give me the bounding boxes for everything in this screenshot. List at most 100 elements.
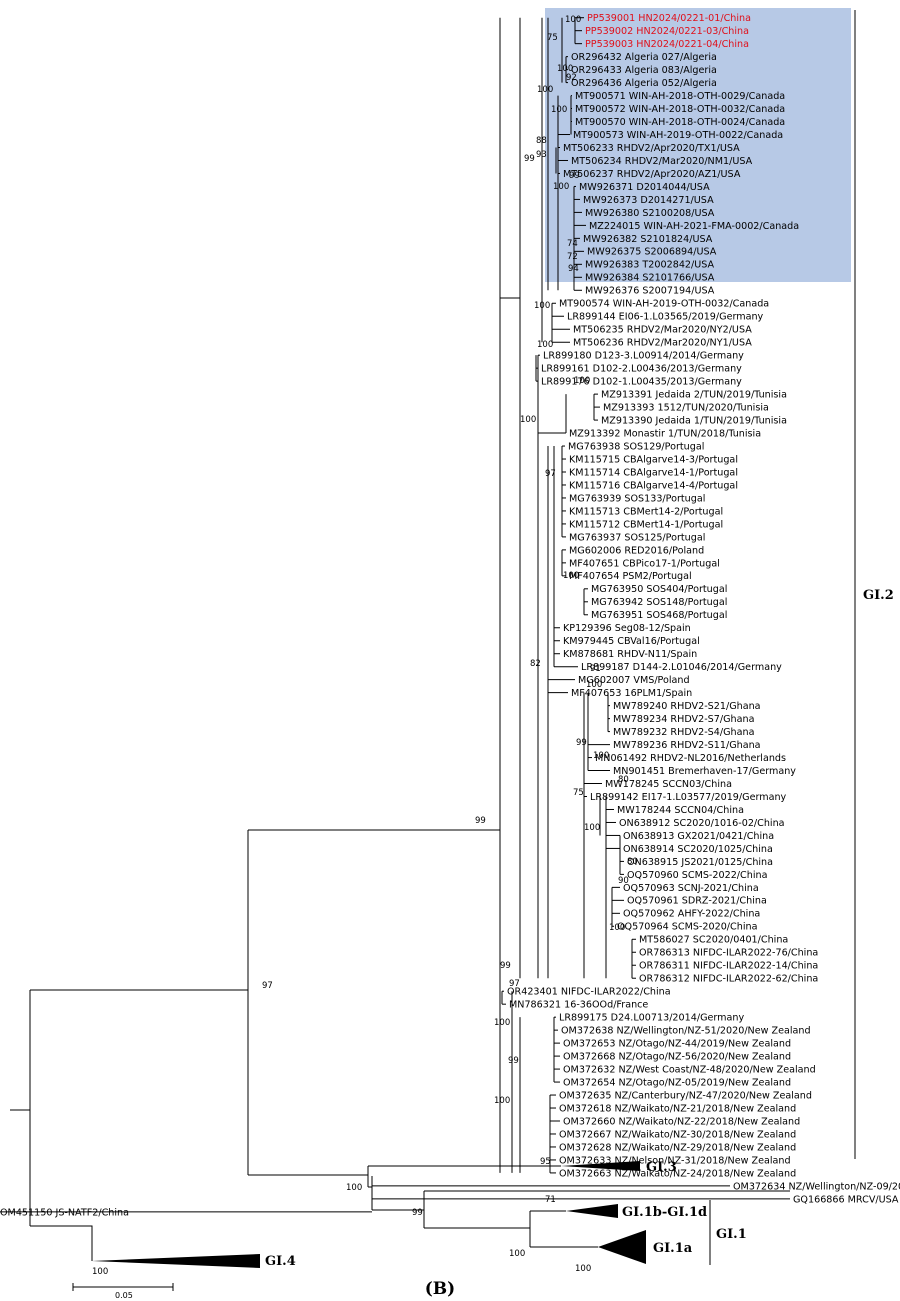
leaf-label: PP539001 HN2024/0221-01/China	[587, 13, 751, 24]
leaf-label: OR296433 Algeria 083/Algeria	[571, 65, 717, 76]
bootstrap-value: 100	[494, 1018, 510, 1028]
leaf-label: MT506233 RHDV2/Apr2020/TX1/USA	[563, 143, 740, 154]
bootstrap-value: 91	[590, 664, 601, 674]
leaf-label: OM372634 NZ/Wellington/NZ-09/2018/New Ze…	[733, 1181, 900, 1192]
clade-label-gi1: GI.1	[716, 1227, 747, 1242]
leaf-label: MN901451 Bremerhaven-17/Germany	[613, 766, 796, 777]
leaf-label: MG763938 SOS129/Portugal	[568, 441, 704, 452]
leaf-label: MW926380 S2100208/USA	[585, 208, 715, 219]
leaf-label: MT900571 WIN-AH-2018-OTH-0029/Canada	[575, 91, 785, 102]
leaf-label: LR899144 EI06-1.L03565/2019/Germany	[567, 312, 764, 323]
leaf-label: OM372618 NZ/Waikato/NZ-21/2018/New Zeala…	[559, 1103, 796, 1114]
leaf-label: MG602007 VMS/Poland	[578, 675, 690, 686]
bootstrap-value-root: 97	[262, 981, 273, 991]
gi4-collapsed-triangle	[92, 1254, 260, 1268]
gi1b-collapsed-triangle	[566, 1204, 618, 1218]
bootstrap-value: 100	[494, 1096, 510, 1106]
leaf-label: MN786321 16-36OOd/France	[509, 1000, 648, 1011]
leaf-label: OR786313 NIFDC-ILAR2022-76/China	[639, 948, 818, 959]
leaf-label: OM372663 NZ/Waikato/NZ-24/2018/New Zeala…	[559, 1168, 796, 1179]
leaf-label: KM878681 RHDV-N11/Spain	[563, 649, 697, 660]
leaf-label: MT506235 RHDV2/Mar2020/NY2/USA	[573, 325, 752, 336]
bootstrap-value: 100	[509, 1249, 525, 1259]
leaf-label: MW178245 SCCN03/China	[605, 779, 732, 790]
bootstrap-value: 74	[567, 239, 578, 249]
leaf-label: ON638913 GX2021/0421/China	[623, 831, 774, 842]
bootstrap-value: 75	[547, 33, 558, 43]
gi4-branch	[30, 1225, 93, 1261]
leaf-label: MW926382 S2101824/USA	[583, 234, 713, 245]
bootstrap-value: 71	[545, 1195, 556, 1205]
leaf-label: MW926384 S2101766/USA	[585, 273, 715, 284]
leaf-label: KM115714 CBAlgarve14-1/Portugal	[569, 467, 738, 478]
leaf-label: MF407654 PSM2/Portugal	[569, 571, 692, 582]
leaf-label: OQ570960 SCMS-2022/China	[627, 870, 767, 881]
leaf-label: KM115715 CBAlgarve14-3/Portugal	[569, 454, 738, 465]
bootstrap-value: 99	[475, 816, 486, 826]
leaf-label: OM451150 JS-NATF2/China	[0, 1207, 129, 1218]
bootstrap-value: 100	[534, 301, 550, 311]
bootstrap-value: 100	[609, 923, 625, 933]
leaf-label: MW926383 T2002842/USA	[585, 260, 715, 271]
leaf-label: LR899175 D24.L00713/2014/Germany	[559, 1013, 744, 1024]
bootstrap-value: 97	[545, 469, 556, 479]
leaf-label: OM372653 NZ/Otago/NZ-44/2019/New Zealand	[563, 1039, 791, 1050]
leaf-label: MW926371 D2014044/USA	[579, 182, 710, 193]
leaf-label: KM979445 CBVal16/Portugal	[563, 636, 700, 647]
bootstrap-value: 100	[593, 751, 609, 761]
gi3-collapsed-triangle	[561, 1161, 640, 1171]
leaf-label: OQ570963 SCNJ-2021/China	[623, 883, 759, 894]
bootstrap-value: 100	[575, 1264, 591, 1274]
bootstrap-value: 75	[573, 788, 584, 798]
leaf-label: OM372632 NZ/West Coast/NZ-48/2020/New Ze…	[563, 1064, 816, 1075]
leaf-label: OQ570964 SCMS-2020/China	[617, 922, 757, 933]
leaf-label: MG602006 RED2016/Poland	[569, 545, 704, 556]
bootstrap-value: 72	[567, 252, 578, 262]
gi1a-collapsed-triangle	[598, 1230, 646, 1264]
highlight-box	[545, 8, 851, 282]
clade-label-gi2: GI.2	[863, 588, 894, 603]
leaf-label: OQ570962 AHFY-2022/China	[623, 909, 760, 920]
leaf-label: OR423401 NIFDC-ILAR2022/China	[507, 987, 671, 998]
leaf-label: OM372667 NZ/Waikato/NZ-30/2018/New Zeala…	[559, 1129, 796, 1140]
leaf-label: MZ224015 WIN-AH-2021-FMA-0002/Canada	[589, 221, 799, 232]
leaf-label: MW789240 RHDV2-S21/Ghana	[613, 701, 761, 712]
leaf-label: MZ913390 Jedaida 1/TUN/2019/Tunisia	[601, 415, 787, 426]
leaf-label: OM372668 NZ/Otago/NZ-56/2020/New Zealand	[563, 1052, 791, 1063]
bootstrap-value: 80	[627, 857, 638, 867]
leaf-label: MG763950 SOS404/Portugal	[591, 584, 727, 595]
leaf-label: OR786312 NIFDC-ILAR2022-62/China	[639, 974, 818, 985]
bootstrap-value: 99	[569, 171, 580, 181]
leaf-label: MW789232 RHDV2-S4/Ghana	[613, 727, 754, 738]
leaf-label: LR899161 D102-2.L00436/2013/Germany	[541, 364, 742, 375]
clade-label-gi1a: GI.1a	[653, 1241, 693, 1256]
leaf-label: MW178244 SCCN04/China	[617, 805, 744, 816]
clade-label-gi1b: GI.1b-GI.1d	[622, 1205, 707, 1220]
bootstrap-value: 94	[568, 264, 579, 274]
bootstrap-value: 95	[540, 1157, 551, 1167]
leaf-label: OM372628 NZ/Waikato/NZ-29/2018/New Zeala…	[559, 1142, 796, 1153]
panel-label: (B)	[425, 1279, 455, 1299]
leaf-label: MT506236 RHDV2/Mar2020/NY1/USA	[573, 338, 752, 349]
leaf-label: LR899187 D144-2.L01046/2014/Germany	[581, 662, 782, 673]
bootstrap-value: 90	[618, 876, 629, 886]
leaf-label: MT900574 WIN-AH-2019-OTH-0032/Canada	[559, 299, 769, 310]
bootstrap-value: 99	[508, 1056, 519, 1066]
leaf-label: OM372654 NZ/Otago/NZ-05/2019/New Zealand	[563, 1077, 791, 1088]
leaf-label: LR899142 EI17-1.L03577/2019/Germany	[590, 792, 787, 803]
leaf-label: MT900573 WIN-AH-2019-OTH-0022/Canada	[573, 130, 783, 141]
bootstrap-value: 100	[551, 105, 567, 115]
bootstrap-value: 93	[536, 150, 547, 160]
leaf-label: MZ913392 Monastir 1/TUN/2018/Tunisia	[569, 428, 761, 439]
clade-label-gi4: GI.4	[265, 1254, 296, 1269]
leaf-label: OR786311 NIFDC-ILAR2022-14/China	[639, 961, 818, 972]
leaf-label: KM115712 CBMert14-1/Portugal	[569, 519, 723, 530]
clade-label-gi3: GI.3	[646, 1160, 677, 1175]
leaf-label: MT506237 RHDV2/Apr2020/AZ1/USA	[563, 169, 741, 180]
leaf-label: OM372633 NZ/Nelson/NZ-31/2018/New Zealan…	[559, 1155, 791, 1166]
leaf-label: OR296432 Algeria 027/Algeria	[571, 52, 717, 63]
leaf-label: MT900572 WIN-AH-2018-OTH-0032/Canada	[575, 104, 785, 115]
bootstrap-value: 99	[412, 1208, 423, 1218]
leaf-label: OR296436 Algeria 052/Algeria	[571, 78, 717, 89]
